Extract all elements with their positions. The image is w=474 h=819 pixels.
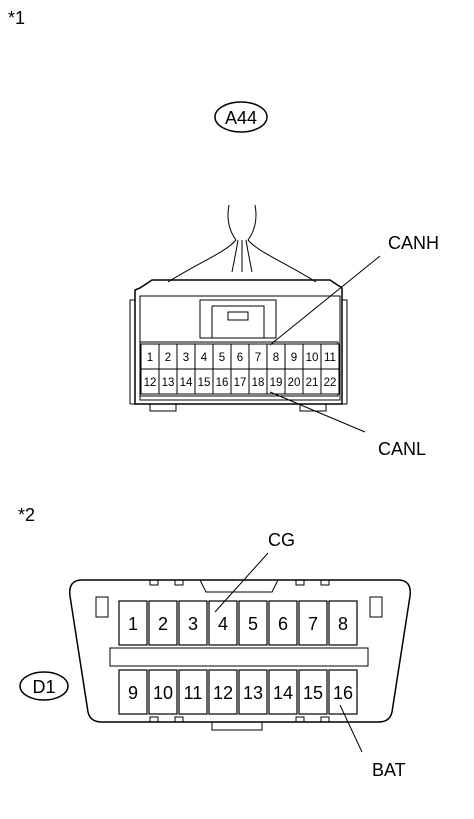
d1-pin-cell bbox=[238, 600, 268, 646]
a44-pin-number: 21 bbox=[306, 377, 319, 389]
d1-pin-number: 16 bbox=[333, 683, 353, 703]
d1-pin-cell bbox=[298, 669, 328, 715]
d1-pin-number: 14 bbox=[273, 683, 293, 703]
d1-pin-cell bbox=[268, 669, 298, 715]
a44-pin-number: 5 bbox=[219, 352, 225, 364]
d1-pin-cell bbox=[208, 600, 238, 646]
figure-2-marker: *2 bbox=[18, 505, 35, 525]
d1-cg-callout bbox=[214, 552, 269, 613]
d1-pin-cell bbox=[178, 600, 208, 646]
d1-pin-number: 5 bbox=[248, 614, 258, 634]
d1-pin-number: 3 bbox=[188, 614, 198, 634]
a44-badge-outline bbox=[214, 101, 268, 133]
d1-pin-number: 1 bbox=[128, 614, 138, 634]
a44-pin-number: 13 bbox=[162, 377, 175, 389]
d1-pin-cell bbox=[328, 600, 358, 646]
a44-wire-harness bbox=[167, 204, 317, 283]
a44-pin-number: 12 bbox=[144, 377, 157, 389]
canl-label: CANL bbox=[378, 439, 426, 459]
a44-pin-number: 15 bbox=[198, 377, 211, 389]
d1-connector-code: D1 bbox=[32, 677, 55, 697]
d1-pin-number: 13 bbox=[243, 683, 263, 703]
d1-pin-number: 10 bbox=[153, 683, 173, 703]
d1-pin-cell bbox=[208, 669, 238, 715]
a44-canh-callout bbox=[269, 255, 381, 346]
d1-badge-outline bbox=[19, 671, 69, 701]
a44-pin-number: 19 bbox=[270, 377, 283, 389]
a44-pin-number: 2 bbox=[165, 352, 171, 364]
a44-connector-code: A44 bbox=[225, 108, 257, 128]
d1-pin-number: 12 bbox=[213, 683, 233, 703]
d1-pin-cell bbox=[298, 600, 328, 646]
a44-pin-number: 4 bbox=[201, 352, 208, 364]
a44-pin-cell bbox=[320, 368, 340, 395]
d1-pin-cell bbox=[148, 669, 178, 715]
d1-pin-number: 6 bbox=[278, 614, 288, 634]
a44-pin-number: 14 bbox=[180, 377, 193, 389]
d1-pin-cell bbox=[328, 669, 358, 715]
d1-pin-cell bbox=[118, 600, 148, 646]
d1-pin-cell bbox=[178, 669, 208, 715]
a44-pin-number: 3 bbox=[183, 352, 189, 364]
a44-pin-number: 22 bbox=[324, 377, 337, 389]
a44-pin-number: 8 bbox=[273, 352, 279, 364]
d1-pin-number: 8 bbox=[338, 614, 348, 634]
a44-pin-number: 6 bbox=[237, 352, 243, 364]
a44-pin-number: 9 bbox=[291, 352, 297, 364]
a44-pin-number: 10 bbox=[306, 352, 319, 364]
canh-label: CANH bbox=[388, 233, 439, 253]
a44-pin-number: 11 bbox=[324, 352, 336, 364]
d1-pin-cell bbox=[118, 669, 148, 715]
a44-pin-number: 1 bbox=[147, 352, 153, 364]
d1-pin-cell bbox=[268, 600, 298, 646]
figure-1-marker: *1 bbox=[8, 8, 25, 28]
d1-pin-cell bbox=[238, 669, 268, 715]
d1-pin-number: 2 bbox=[158, 614, 168, 634]
d1-connector-body bbox=[69, 579, 411, 731]
d1-pin-number: 15 bbox=[303, 683, 323, 703]
a44-pin-number: 20 bbox=[288, 377, 301, 389]
a44-canl-callout bbox=[269, 391, 366, 433]
a44-pin-number: 7 bbox=[255, 352, 261, 364]
a44-pin-number: 18 bbox=[252, 377, 265, 389]
bat-label: BAT bbox=[372, 760, 406, 780]
d1-pin-number: 7 bbox=[308, 614, 318, 634]
cg-label: CG bbox=[268, 530, 295, 550]
d1-pin-number: 9 bbox=[128, 683, 138, 703]
d1-pin-number: 4 bbox=[218, 614, 228, 634]
a44-pin-number: 17 bbox=[234, 377, 247, 389]
d1-bat-callout bbox=[339, 704, 363, 753]
a44-pin-number: 16 bbox=[216, 377, 229, 389]
d1-pin-number: 11 bbox=[184, 683, 203, 703]
d1-pin-cell bbox=[148, 600, 178, 646]
